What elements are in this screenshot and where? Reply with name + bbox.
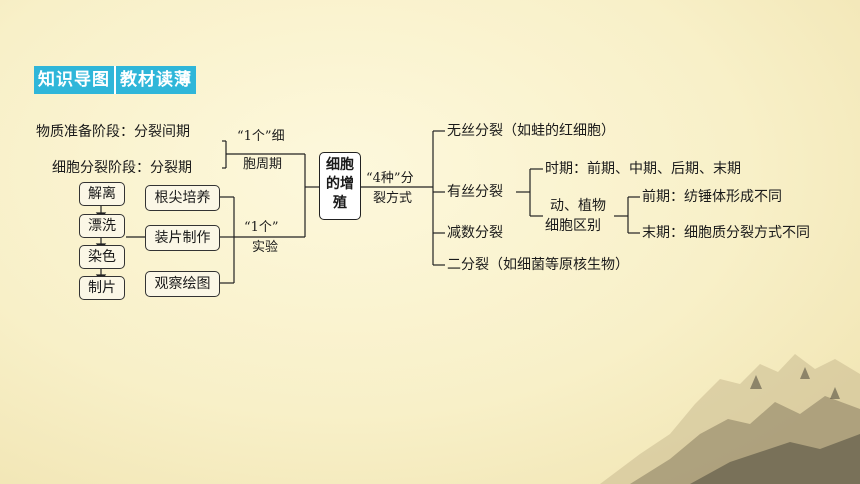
amitosis-text: 无丝分裂（如蛙的红细胞） — [447, 123, 615, 139]
telophase-difference-text: 末期：细胞质分裂方式不同 — [642, 225, 810, 241]
step-rinsing: 漂洗 — [79, 214, 125, 238]
section-banner: 知识导图 教材读薄 — [34, 66, 196, 94]
step-dissociation: 解离 — [79, 182, 125, 206]
prep-phase-text: 物质准备阶段：分裂间期 — [36, 124, 190, 140]
cell-difference-label-a: 动、植物 — [550, 198, 606, 214]
mitosis-phases-text: 时期：前期、中期、后期、末期 — [545, 161, 741, 177]
step-mounting: 制片 — [79, 276, 125, 300]
four-methods-label-a: “4种”分 — [366, 171, 414, 186]
center-line-1: 细胞 — [326, 157, 354, 173]
cell-difference-label-b: 细胞区别 — [545, 218, 601, 234]
center-line-2: 的增 — [326, 176, 354, 192]
banner-knowledge-map: 知识导图 — [34, 66, 116, 94]
division-phase-text: 细胞分裂阶段：分裂期 — [52, 160, 192, 176]
one-experiment-label-b: 实验 — [252, 240, 279, 255]
center-line-3: 殖 — [333, 195, 347, 211]
banner-textbook: 教材读薄 — [116, 66, 196, 94]
one-experiment-label-a: “1个” — [244, 220, 279, 235]
observe-draw-box: 观察绘图 — [145, 271, 220, 297]
cell-proliferation-box: 细胞 的增 殖 — [319, 152, 361, 220]
prophase-difference-text: 前期：纺锤体形成不同 — [642, 189, 782, 205]
one-cycle-label-b: 胞周期 — [243, 157, 283, 172]
meiosis-text: 减数分裂 — [447, 225, 503, 241]
one-cycle-label-a: “1个”细 — [237, 129, 285, 144]
mitosis-text: 有丝分裂 — [447, 184, 503, 200]
step-staining: 染色 — [79, 245, 125, 269]
binary-fission-text: 二分裂（如细菌等原核生物） — [447, 257, 629, 273]
four-methods-label-b: 裂方式 — [373, 191, 413, 206]
slide-making-box: 装片制作 — [145, 225, 220, 251]
landscape-decoration — [600, 354, 860, 484]
root-culture-box: 根尖培养 — [145, 185, 220, 211]
